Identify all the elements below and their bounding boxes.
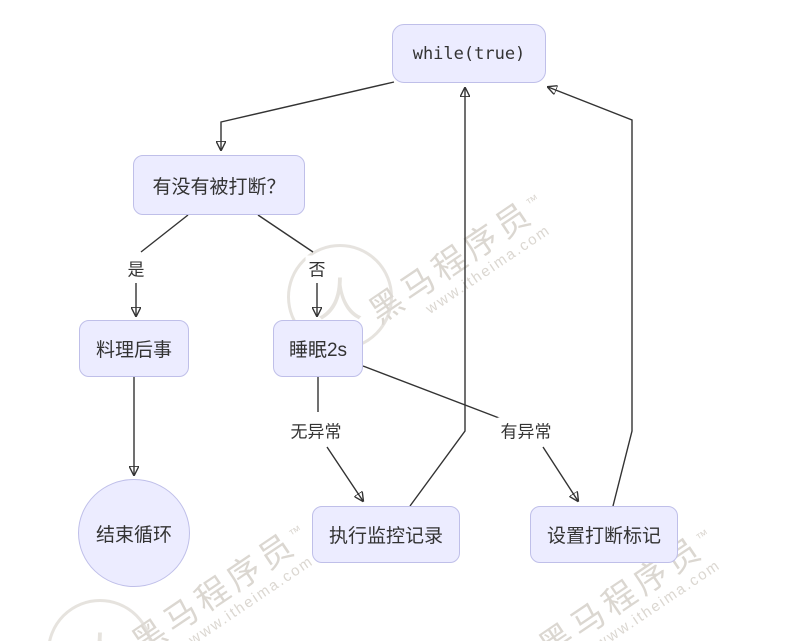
edge-while-to-check xyxy=(221,81,395,150)
node-check-interrupted: 有没有被打断？ xyxy=(133,155,305,215)
logo-glyph: 人 xyxy=(77,619,123,641)
edge-flag-to-while xyxy=(548,87,633,507)
logo-glyph: 人 xyxy=(317,274,363,326)
node-monitor-record: 执行监控记录 xyxy=(312,506,460,563)
edge-label-has-exception: 有异常 xyxy=(497,417,555,443)
node-end-loop: 结束循环 xyxy=(78,479,190,587)
edge-check-to-yes-label xyxy=(140,214,189,253)
node-sleep-2s: 睡眠2s xyxy=(273,320,363,377)
edge-hasexception-to-flag xyxy=(542,446,578,501)
edge-sleep-to-hasexception-label xyxy=(362,365,508,422)
node-set-interrupt-flag: 设置打断标记 xyxy=(530,506,678,563)
edge-monitor-to-while xyxy=(409,88,465,507)
edge-label-yes: 是 xyxy=(124,255,148,281)
edge-check-to-no-label xyxy=(257,214,314,253)
node-handle-aftermath: 料理后事 xyxy=(79,320,189,377)
edge-noexception-to-monitor xyxy=(326,446,363,501)
node-while-loop: while(true) xyxy=(392,24,546,83)
edge-label-no: 否 xyxy=(305,255,329,281)
edge-label-no-exception: 无异常 xyxy=(287,417,345,443)
